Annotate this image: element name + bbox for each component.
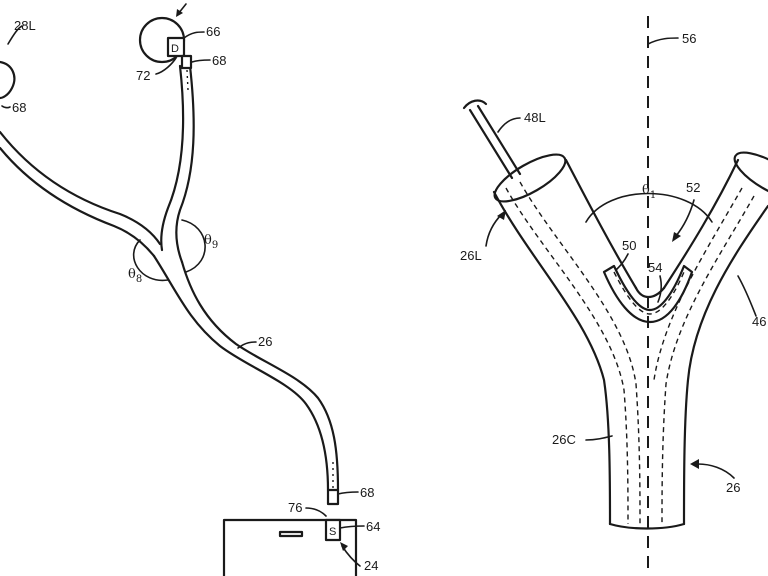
leader-64: [339, 525, 365, 529]
left-arm-end: [493, 153, 567, 203]
label-50: 50: [622, 238, 636, 253]
box-S-letter: S: [329, 526, 336, 538]
leader-56: [647, 37, 679, 45]
label-64: 64: [366, 519, 380, 534]
arrow-52: [675, 199, 695, 237]
theta9-arc: [181, 219, 206, 273]
label-66: 66: [206, 24, 220, 39]
pad-inner: [613, 271, 685, 315]
wire-48L-b: [476, 104, 522, 176]
leader-72: [155, 57, 177, 75]
main-tube-right: [180, 260, 340, 492]
label-68c: 68: [360, 485, 374, 500]
label-48L: 48L: [524, 110, 546, 125]
sensor-68-bottom: [326, 488, 340, 506]
label-56: 56: [682, 31, 696, 46]
upper-branch-left: [160, 64, 185, 252]
label-46: 46: [752, 314, 766, 329]
box-D: [166, 36, 186, 58]
main-tube-left: [152, 254, 330, 492]
leader-28L: [7, 25, 23, 45]
left-figure: 28L 68 D 66 68 72 θ9 θ8: [0, 3, 380, 576]
leader-68b: [191, 59, 211, 63]
label-72: 72: [136, 68, 150, 83]
leader-26C: [585, 435, 613, 441]
label-26C: 26C: [552, 432, 576, 447]
dot-line-top: [186, 69, 189, 91]
leader-26: [237, 341, 257, 349]
top-arrow-head: [176, 9, 183, 17]
label-theta1: θ1: [642, 183, 656, 201]
arrow-26L: [485, 213, 503, 247]
stem-bottom: [608, 522, 686, 530]
arrow-26: [697, 463, 735, 479]
lumen-right-1: [661, 195, 755, 525]
label-76: 76: [288, 500, 302, 515]
label-26-right: 26: [726, 480, 740, 495]
leader-68c: [337, 491, 359, 495]
label-28L: 28L: [14, 18, 36, 33]
y-outer-right: [682, 204, 768, 526]
left-edge-circle: [0, 60, 16, 100]
right-figure: 56 48L θ1 52 50: [460, 16, 768, 576]
theta1-arc: [585, 192, 713, 223]
theta8-arc: [132, 239, 169, 282]
arrow-26-head: [690, 459, 699, 469]
label-24: 24: [364, 558, 378, 573]
wire-48L-tip: [462, 99, 488, 110]
left-branch-upper: [0, 130, 162, 246]
leader-46: [737, 275, 757, 317]
arrow-52-head: [672, 232, 681, 242]
left-branch-lower: [0, 146, 156, 258]
y-inner-left-arm: [564, 158, 638, 290]
y-outer-left: [492, 190, 612, 526]
label-theta8: θ8: [128, 267, 142, 285]
arrow-26L-head: [497, 210, 506, 220]
leader-68a: [1, 105, 11, 109]
label-54: 54: [648, 260, 662, 275]
box-S: [324, 518, 342, 542]
pad-outer: [602, 264, 694, 324]
lumen-left-2: [519, 181, 641, 525]
right-arm-end: [733, 151, 768, 201]
label-26-left: 26: [258, 334, 272, 349]
label-68a: 68: [12, 100, 26, 115]
arrow-24-head: [340, 542, 348, 551]
y-inner-right-arm: [662, 158, 740, 290]
leader-48L: [497, 117, 521, 133]
label-theta9: θ9: [204, 233, 218, 251]
bottom-box: [222, 518, 358, 576]
leader-54: [657, 275, 663, 303]
upper-branch-right: [175, 64, 195, 264]
box-D-letter: D: [171, 43, 179, 55]
label-26L: 26L: [460, 248, 482, 263]
leader-66: [183, 31, 205, 39]
label-68b: 68: [212, 53, 226, 68]
wire-48L-a: [468, 108, 514, 180]
leader-76: [305, 507, 327, 517]
lumen-left-1: [505, 187, 629, 525]
label-52: 52: [686, 180, 700, 195]
slot: [278, 530, 304, 538]
leader-50: [615, 253, 629, 271]
sensor-68-top: [180, 54, 193, 70]
